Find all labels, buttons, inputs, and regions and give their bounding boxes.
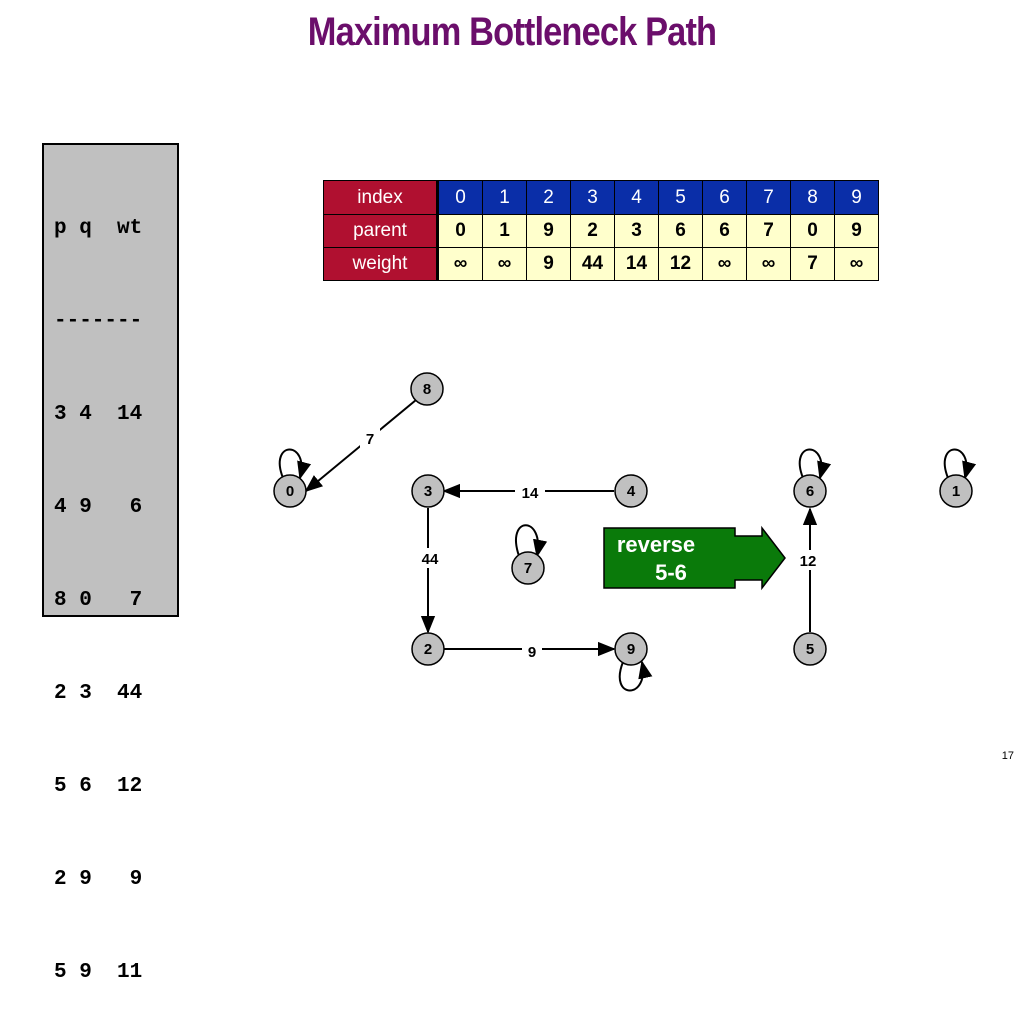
slide-title: Maximum Bottleneck Path [307, 10, 717, 54]
edge-list-panel: p q wt ------- 3 4 14 4 9 6 8 0 7 2 3 44… [42, 143, 179, 984]
index-cell: 7 [746, 180, 791, 215]
node-6: 6 [793, 474, 827, 508]
graph-diagram: 7 14 44 9 12 8 0 3 4 6 1 7 2 9 5 reverse… [273, 372, 977, 692]
index-cell: 5 [658, 180, 703, 215]
index-cell: 3 [570, 180, 615, 215]
edge-label-5-6: 12 [800, 553, 817, 570]
page-number: 17 [1001, 750, 1014, 762]
edge-list-row: 4 9 6 [54, 496, 143, 519]
node-2: 2 [411, 632, 445, 666]
edge-label-4-3: 14 [522, 485, 539, 502]
edge-label-2-9: 9 [528, 644, 536, 661]
self-loop-0 [278, 448, 312, 480]
node-label-0: 0 [286, 483, 294, 500]
weight-cell: 44 [570, 247, 615, 281]
node-label-8: 8 [423, 381, 431, 398]
parent-cell: 0 [790, 214, 835, 248]
row-label-weight: weight [323, 247, 439, 281]
weight-cell: ∞ [437, 247, 483, 281]
index-cell: 1 [482, 180, 527, 215]
parent-cell: 2 [570, 214, 615, 248]
node-label-3: 3 [424, 483, 432, 500]
reverse-callout-arrow [603, 525, 786, 591]
edge-list-row: 8 0 7 [54, 589, 143, 612]
node-0: 0 [273, 474, 307, 508]
node-label-7: 7 [524, 560, 532, 577]
node-label-4: 4 [627, 483, 636, 500]
row-label-index: index [323, 180, 439, 215]
edge-label-3-2: 44 [422, 551, 439, 568]
weight-cell: ∞ [482, 247, 527, 281]
node-5: 5 [793, 632, 827, 666]
self-loop-1 [943, 448, 977, 480]
parent-cell: 6 [658, 214, 703, 248]
edge-list-header: p q wt [54, 217, 143, 240]
edge-list-row: 5 6 12 [54, 775, 143, 798]
self-loop-7 [515, 524, 548, 558]
weight-cell: ∞ [746, 247, 791, 281]
index-cell: 0 [437, 180, 483, 215]
callout-line1: reverse [617, 532, 695, 557]
index-cell: 6 [702, 180, 747, 215]
node-label-1: 1 [952, 483, 960, 500]
node-label-9: 9 [627, 641, 635, 658]
index-cell: 4 [614, 180, 659, 215]
parent-cell: 1 [482, 214, 527, 248]
parent-cell: 6 [702, 214, 747, 248]
node-7: 7 [511, 551, 545, 585]
self-loop-6 [798, 448, 832, 480]
node-4: 4 [614, 474, 648, 508]
edge-list-row: 5 9 11 [54, 961, 143, 984]
weight-cell: 7 [790, 247, 835, 281]
node-3: 3 [411, 474, 445, 508]
edge-list-row: 3 4 14 [54, 403, 143, 426]
edge-list-row: 2 9 9 [54, 868, 143, 891]
node-8: 8 [410, 372, 444, 406]
index-cell: 9 [834, 180, 879, 215]
node-9: 9 [614, 632, 648, 666]
node-label-2: 2 [424, 641, 432, 658]
weight-cell: ∞ [702, 247, 747, 281]
node-label-5: 5 [806, 641, 814, 658]
self-loop-9 [618, 660, 653, 692]
parent-cell: 7 [746, 214, 791, 248]
node-1: 1 [939, 474, 973, 508]
weight-cell: 9 [526, 247, 571, 281]
weight-cell: 14 [614, 247, 659, 281]
edge-list-separator: ------- [54, 310, 143, 333]
parent-cell: 9 [526, 214, 571, 248]
parent-cell: 9 [834, 214, 879, 248]
node-label-6: 6 [806, 483, 814, 500]
weight-cell: 12 [658, 247, 703, 281]
weight-cell: ∞ [834, 247, 879, 281]
edge-label-8-0: 7 [366, 431, 374, 448]
callout-line2: 5-6 [655, 560, 687, 585]
edge-list-row: 2 3 44 [54, 682, 143, 705]
